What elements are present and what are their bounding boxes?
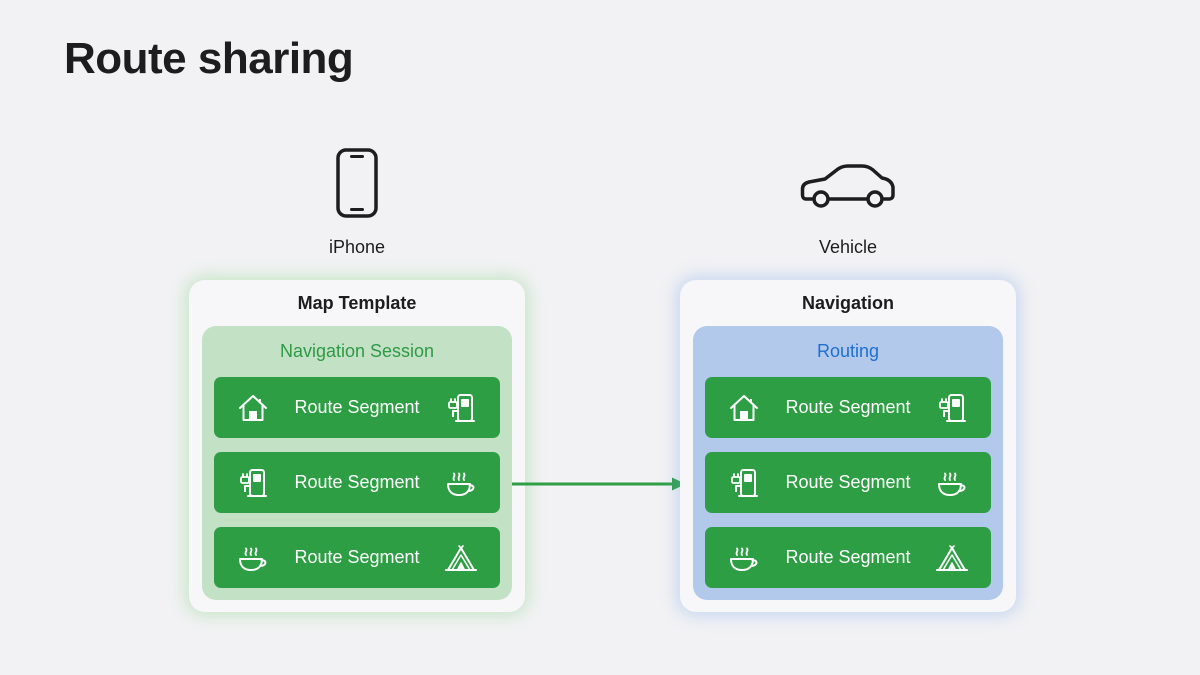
iphone-label: iPhone: [328, 237, 386, 257]
ev-charger-icon: [444, 391, 478, 425]
route-segment: Route Segment: [214, 527, 500, 588]
route-segment-label: Route Segment: [294, 397, 420, 417]
routing-title: Routing: [816, 341, 880, 361]
navigation-title: Navigation: [801, 293, 894, 313]
route-segment-label: Route Segment: [785, 547, 911, 567]
route-segment-label: Route Segment: [294, 472, 420, 492]
vehicle-label: Vehicle: [818, 237, 878, 257]
navigation-session-title: Navigation Session: [279, 341, 435, 361]
ev-charger-icon: [935, 391, 969, 425]
tent-icon: [935, 541, 969, 575]
routing-box: Routing Route Segment Route Segment Rout…: [693, 326, 1003, 600]
route-segment: Route Segment: [214, 452, 500, 513]
tent-icon: [444, 541, 478, 575]
route-segment: Route Segment: [705, 452, 991, 513]
route-share-arrow: [512, 477, 686, 491]
car-icon: [800, 164, 895, 208]
page-title: Route sharing: [64, 34, 354, 83]
navigation-session-box: Navigation Session Route Segment Route S…: [202, 326, 512, 600]
map-template-title: Map Template: [297, 293, 417, 313]
iphone-icon: [336, 148, 378, 218]
route-segment-label: Route Segment: [785, 472, 911, 492]
map-template-panel: Map Template Navigation Session Route Se…: [189, 280, 525, 612]
coffee-cup-icon: [935, 466, 969, 500]
route-segment-label: Route Segment: [785, 397, 911, 417]
route-segment: Route Segment: [705, 377, 991, 438]
route-segment-label: Route Segment: [294, 547, 420, 567]
coffee-cup-icon: [444, 466, 478, 500]
route-segment: Route Segment: [705, 527, 991, 588]
route-segment: Route Segment: [214, 377, 500, 438]
navigation-panel: Navigation Routing Route Segment Route S…: [680, 280, 1016, 612]
